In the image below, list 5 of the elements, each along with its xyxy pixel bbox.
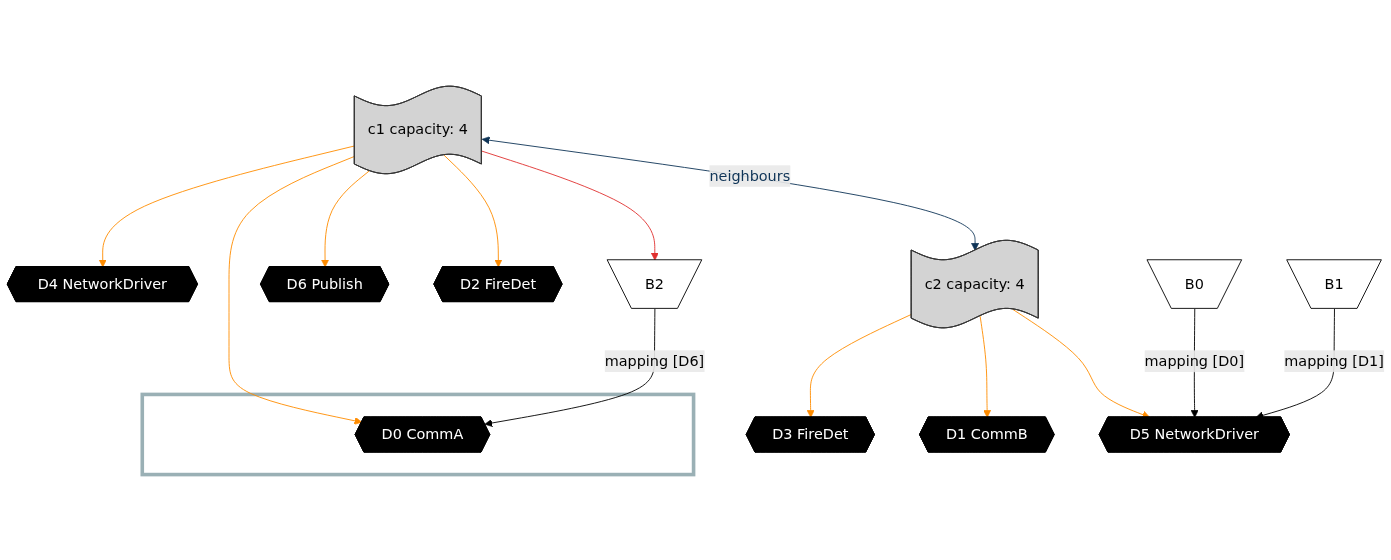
edge-label: neighbours — [709, 166, 791, 184]
cluster — [140, 392, 696, 476]
edge-label: mapping [D1] — [1284, 351, 1384, 369]
edge-label: mapping [D6] — [604, 351, 705, 369]
edge-label: mapping [D0] — [1144, 351, 1245, 369]
